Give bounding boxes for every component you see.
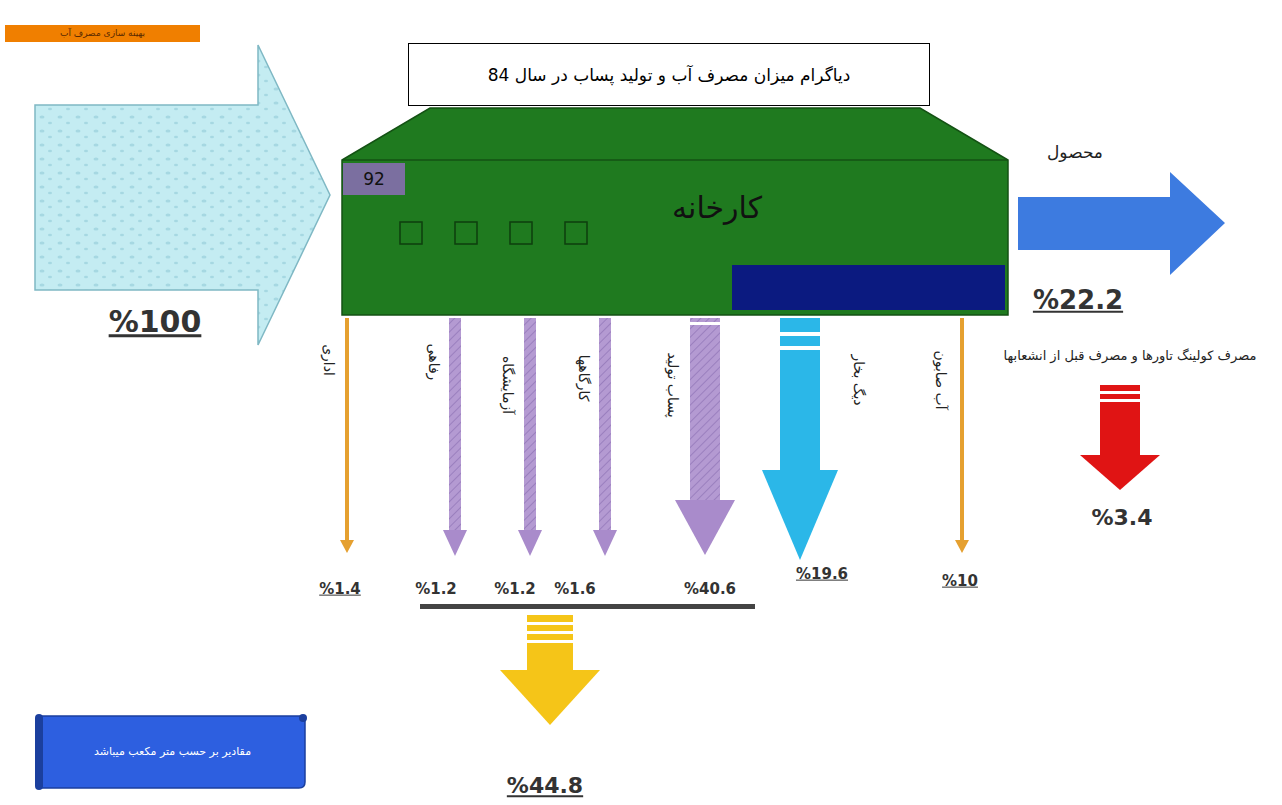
red-arrow	[1100, 385, 1140, 455]
flow-name: پساب تولید	[663, 352, 681, 417]
window-square	[455, 222, 477, 244]
input-arrow	[35, 45, 330, 345]
dark-panel	[732, 265, 1005, 310]
node-text: مقادیر بر حسب متر مکعب میباشد	[94, 745, 251, 758]
sum-bar	[420, 604, 755, 609]
node-text: کارخانه	[642, 190, 792, 226]
node-text: بهینه سازی مصرف آب	[60, 28, 145, 39]
percent-label: %40.6	[684, 580, 736, 599]
thin-arrow	[345, 318, 349, 540]
shape-part	[299, 714, 307, 722]
percent-label: %1.4	[319, 580, 361, 599]
percent-label: %44.8	[507, 772, 583, 800]
flow-name: دیگ بخار	[849, 354, 867, 405]
node-text: 92	[363, 169, 385, 189]
percent-label: %19.6	[796, 565, 848, 584]
percent-label: %3.4	[1091, 504, 1152, 532]
percent-label: %1.6	[554, 580, 596, 599]
flow-name: رفاهی	[424, 344, 442, 381]
flow-name: کارگاهها	[574, 355, 592, 402]
title-text: دیاگرام میزان مصرف آب و تولید پساب در سا…	[488, 65, 850, 85]
percent-label: %10	[942, 572, 978, 591]
flow-name: محصول	[1047, 142, 1103, 163]
flow-note: مصرف کولینگ تاورها و مصرف قبل از انشعابه…	[988, 348, 1273, 364]
unit-scroll: مقادیر بر حسب متر مکعب میباشد	[35, 712, 310, 792]
percent-label: %1.2	[494, 580, 536, 599]
shape-part	[35, 714, 43, 790]
percent-label: %1.2	[415, 580, 457, 599]
title-box: دیاگرام میزان مصرف آب و تولید پساب در سا…	[408, 43, 930, 106]
factory-box: کارخانه 92	[342, 108, 1008, 315]
shape-part	[342, 159, 1008, 161]
window-square	[510, 222, 532, 244]
shape-part	[41, 716, 305, 788]
window-square	[565, 222, 587, 244]
value-box: 92	[343, 163, 405, 195]
percent-label: %22.2	[1033, 284, 1123, 317]
note-tag: بهینه سازی مصرف آب	[5, 25, 200, 42]
thin-arrow	[960, 318, 964, 540]
purple-arrow	[524, 318, 536, 530]
sum-arrow	[527, 615, 573, 670]
percent-label: %100	[109, 303, 202, 341]
flow-name: آب صابون	[931, 350, 949, 409]
flow-name: اداری	[319, 344, 337, 376]
window-square	[400, 222, 422, 244]
flow-name: آزمایشگاه	[498, 356, 516, 414]
shape-part	[342, 108, 1008, 315]
purple-arrow	[690, 318, 720, 500]
purple-arrow	[449, 318, 461, 530]
product-arrow	[1018, 172, 1225, 275]
red-arrow-head	[1080, 455, 1160, 490]
steam-arrow	[780, 318, 820, 470]
purple-arrow	[599, 318, 611, 530]
